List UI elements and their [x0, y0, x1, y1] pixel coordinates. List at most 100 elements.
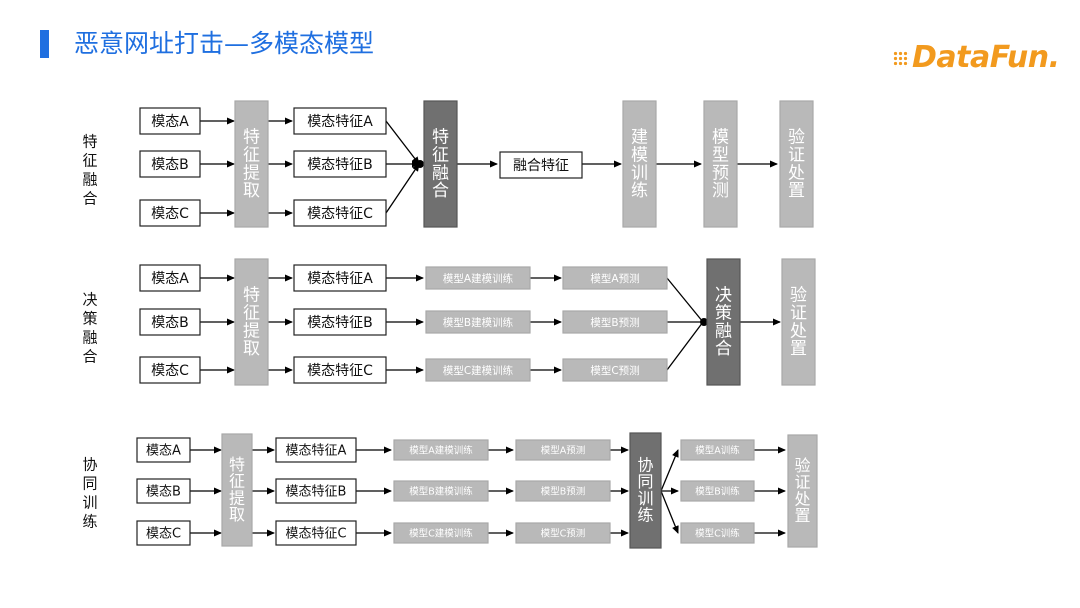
s1-input-0-label: 模态A [151, 114, 189, 130]
s1-fused-box-label: 融合特征 [513, 158, 569, 174]
s3-feature-1: 模态特征B [275, 478, 357, 504]
s2-train-2-shape [425, 358, 531, 382]
s3-train-0: 模型A建模训练 [393, 439, 489, 461]
s1-feature-1-label: 模态特征B [307, 157, 373, 173]
s3-feature-0-label: 模态特征A [286, 444, 347, 459]
s2-input-1-label: 模态B [151, 315, 189, 331]
s3-action-box-label-2: 处 [794, 489, 810, 508]
s1-input-2-shape [139, 199, 201, 227]
s3-input-0-shape [136, 437, 191, 463]
s2-merge-dot [700, 318, 708, 326]
s2-arrow-conv-2 [666, 321, 704, 371]
s3-extract-box-label-3: 取 [229, 505, 245, 524]
s1-action-box-shape [779, 100, 814, 228]
section1-label-char-3: 合 [82, 189, 97, 207]
s3-feature-1-label: 模态特征B [286, 485, 347, 500]
section2-label-char-3: 合 [82, 347, 97, 365]
s1-predict-box-label-0: 模 [712, 128, 729, 148]
s2-predict-1: 模型B预测 [562, 310, 668, 334]
section3-label-char-0: 协 [82, 455, 97, 473]
s2-feature-0-label: 模态特征A [307, 271, 373, 287]
s3-train-1-label: 模型B建模训练 [409, 485, 473, 497]
s1-train-box-label-2: 训 [631, 163, 648, 183]
s3-predict-1-label: 模型B预测 [541, 485, 586, 497]
s3-predict-1-shape [515, 480, 611, 502]
s3-retrain-2-shape [680, 522, 755, 544]
s3-retrain-2: 模型C训练 [680, 522, 755, 544]
section2-label-char-0: 决 [82, 290, 97, 308]
s2-extract-box-label-1: 征 [243, 303, 260, 323]
section2-label-char-2: 融 [82, 328, 97, 346]
section1-label-char-1: 征 [82, 151, 97, 169]
s1-fusion-box-shape [423, 100, 458, 228]
section2-label-char-1: 策 [82, 309, 97, 327]
s3-predict-1: 模型B预测 [515, 480, 611, 502]
s1-input-1-shape [139, 150, 201, 178]
s1-extract-box-label-2: 提 [243, 163, 260, 183]
s1-input-2: 模态C [139, 199, 201, 227]
s2-fusion-box-label-2: 融 [715, 321, 732, 341]
s3-train-2-shape [393, 522, 489, 544]
s2-train-0-label: 模型A建模训练 [443, 272, 514, 285]
s3-cotrain-box-shape [629, 432, 662, 549]
s1-arrow-conv-0 [385, 120, 420, 165]
s3-input-1: 模态B [136, 478, 191, 504]
s3-extract-box-shape [221, 433, 253, 547]
s3-arrow-div-2 [660, 490, 679, 534]
s1-feature-2-shape [293, 199, 387, 227]
s3-predict-0: 模型A预测 [515, 439, 611, 461]
s1-train-box-label-1: 模 [631, 145, 648, 165]
s1-fusion-box-label-0: 特 [432, 128, 449, 148]
s2-feature-1: 模态特征B [293, 308, 387, 336]
s2-predict-0-label: 模型A预测 [590, 272, 639, 285]
section3-label-char-2: 训 [82, 493, 97, 511]
s2-feature-1-label: 模态特征B [307, 315, 373, 331]
s3-action-box-label-1: 证 [794, 473, 810, 492]
s3-input-0: 模态A [136, 437, 191, 463]
s2-train-1-shape [425, 310, 531, 334]
s1-predict-box-label-3: 测 [712, 181, 729, 201]
s1-extract-box-shape [234, 100, 269, 228]
logo-text: DataFun. [912, 40, 1060, 75]
s1-input-0: 模态A [139, 107, 201, 135]
s3-extract-box-label-1: 征 [229, 472, 245, 491]
s2-input-0: 模态A [139, 264, 201, 292]
s2-train-1: 模型B建模训练 [425, 310, 531, 334]
s1-extract-box-label-1: 征 [243, 145, 260, 165]
s1-feature-2: 模态特征C [293, 199, 387, 227]
s2-input-2-label: 模态C [151, 363, 189, 379]
s2-extract-box-label-3: 取 [243, 339, 260, 359]
s1-input-0-shape [139, 107, 201, 135]
s2-predict-1-label: 模型B预测 [590, 316, 639, 329]
s1-feature-1-shape [293, 150, 387, 178]
s1-merge-dot [416, 160, 424, 168]
s2-feature-2: 模态特征C [293, 356, 387, 384]
section3-label-char-3: 练 [82, 512, 97, 530]
s1-action-box-label-3: 置 [788, 181, 805, 201]
s3-arrow-div-0 [660, 449, 679, 492]
s2-extract-box-shape [234, 258, 269, 386]
s3-input-1-label: 模态B [146, 485, 181, 500]
s3-retrain-0: 模型A训练 [680, 439, 755, 461]
s2-train-1-label: 模型B建模训练 [443, 316, 514, 329]
s3-retrain-0-shape [680, 439, 755, 461]
s2-extract-box-label-2: 提 [243, 321, 260, 341]
s2-predict-1-shape [562, 310, 668, 334]
s2-extract-box-label-0: 特 [243, 286, 260, 306]
s3-train-1-shape [393, 480, 489, 502]
s1-feature-0-shape [293, 107, 387, 135]
s2-predict-2-label: 模型C预测 [590, 364, 639, 377]
s1-action-box-label-2: 处 [788, 163, 805, 183]
s2-input-2: 模态C [139, 356, 201, 384]
